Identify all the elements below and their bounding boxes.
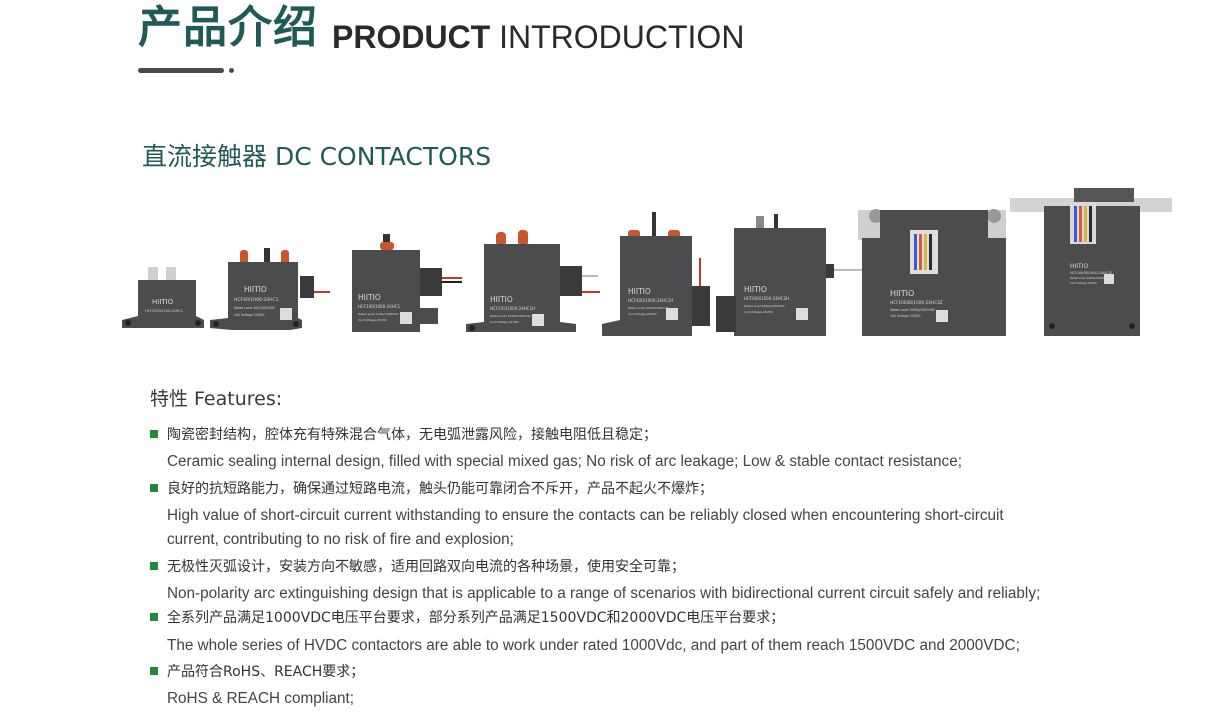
product-label: Coil Voltage 24VDC: [358, 318, 387, 322]
feature-cn: 无极性灭弧设计，安装方向不敏感，适用回路双向电流的各种场景，使用安全可靠；: [167, 559, 685, 575]
product-brand: HIITIO: [152, 298, 174, 306]
product-brand: HIITIO: [1070, 263, 1088, 270]
product-label: Rated Load 1000A/1000VDC: [890, 308, 936, 312]
product-brand: HIITIO: [890, 289, 914, 298]
product-model: HCF25/50/100-24HC1: [145, 309, 183, 313]
product-model: HCF600/1500-24HC2H: [744, 296, 789, 301]
product-brand: HIITIO: [628, 287, 651, 296]
product-brand: HIITIO: [358, 293, 381, 302]
product-label: Rated Load 600A/1500VDC: [744, 304, 785, 308]
product-label: Coil Voltage 24VDC: [628, 312, 657, 316]
product-model: HCF1000B/1000-24HC3Z: [1070, 271, 1113, 275]
product-model: HCF100/1000-24HC1: [358, 304, 401, 309]
feature-bullet: [150, 484, 158, 492]
product-label: Coil Voltage 24VDC: [234, 313, 266, 317]
product-model: HCF1000B/1000-24HC3Z: [890, 300, 943, 305]
product-label: Rated Load 1000A/1000VDC: [1070, 276, 1110, 280]
feature-en: current, contributing to no risk of fire…: [167, 531, 514, 548]
product-label: Coil Voltage 24VDC: [1070, 281, 1097, 285]
product-label: Rated Load 40A/1000VDC: [234, 306, 276, 310]
product-image: HIITIO HCF25/50/100-24HC1: [122, 267, 204, 328]
product-image: HIITIO HCF400/1000-24HC1H Rated Load 400…: [602, 212, 710, 336]
features-title: 特性 Features:: [150, 388, 283, 410]
product-label: Rated Load 100A/1000VDC: [358, 312, 399, 316]
product-brand: HIITIO: [244, 285, 267, 294]
feature-en: Ceramic sealing internal design, filled …: [167, 453, 962, 470]
page-title-en-light: INTRODUCTION: [499, 19, 745, 55]
product-image: HIITIO HCF100/1000-24HC1 Rated Load 100A…: [352, 234, 462, 332]
product-model: HCF250/1000-24HC1H: [490, 306, 535, 311]
page-title-cn: 产品介绍: [138, 2, 318, 53]
product-image: HIITIO HCF250/1000-24HC1H Rated Load 250…: [466, 230, 600, 332]
page-title-en-bold: PRODUCT: [332, 19, 491, 55]
product-label: Rated Load 250A/1000VDC: [490, 314, 531, 318]
title-underline-dot: [229, 68, 234, 73]
product-label: Coil Voltage 24VDC: [490, 320, 519, 324]
feature-en: RoHS & REACH compliant;: [167, 690, 355, 707]
page-title-en: PRODUCT INTRODUCTION: [332, 18, 744, 56]
feature-cn: 全系列产品满足1000VDC电压平台要求，部分系列产品满足1500VDC和200…: [167, 610, 785, 626]
feature-bullet: [150, 613, 158, 621]
feature-bullet: [150, 667, 158, 675]
feature-en: Non-polarity arc extinguishing design th…: [167, 585, 1041, 602]
product-label: Coil Voltage 24VDC: [890, 314, 922, 318]
product-image: HIITIO HCF40/1000-24HC1 Rated Load 40A/1…: [210, 248, 330, 330]
product-brand: HIITIO: [490, 295, 513, 304]
feature-bullet: [150, 430, 158, 438]
product-image: HIITIO HCF1000B/1000-24HC3Z Rated Load 1…: [858, 209, 1006, 336]
feature-cn: 产品符合RoHS、REACH要求；: [167, 664, 365, 680]
product-brand: HIITIO: [744, 285, 767, 294]
product-image: HIITIO HCF1000B/1000-24HC3Z Rated Load 1…: [1010, 188, 1172, 336]
title-underline: [138, 68, 224, 73]
product-label: Coil Voltage 24VDC: [744, 310, 773, 314]
product-image: HIITIO HCF600/1500-24HC2H Rated Load 600…: [716, 214, 862, 336]
section-title: 直流接触器 DC CONTACTORS: [142, 142, 492, 171]
feature-cn: 良好的抗短路能力，确保通过短路电流，触头仍能可靠闭合不斥开，产品不起火不爆炸；: [167, 481, 713, 497]
feature-cn: 陶瓷密封结构，腔体充有特殊混合气体，无电弧泄露风险，接触电阻低且稳定；: [167, 427, 657, 443]
feature-en: High value of short-circuit current with…: [167, 507, 1004, 524]
product-model: HCF40/1000-24HC1: [234, 297, 279, 303]
product-lineup: HIITIO HCF25/50/100-24HC1 HIITIO HCF40/1…: [122, 188, 1172, 336]
feature-en: The whole series of HVDC contactors are …: [167, 637, 1020, 654]
product-model: HCF400/1000-24HC1H: [628, 298, 673, 303]
product-label: Rated Load 400A/1000VDC: [628, 306, 669, 310]
feature-bullet: [150, 562, 158, 570]
